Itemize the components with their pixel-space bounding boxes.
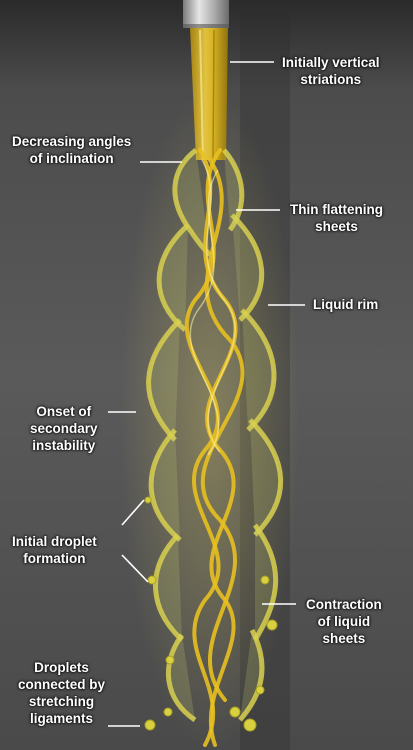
leader-lines <box>108 61 305 727</box>
droplets <box>144 496 278 732</box>
label-liquid-rim: Liquid rim <box>313 297 379 312</box>
jet-column <box>190 28 228 160</box>
nozzle <box>183 0 229 28</box>
